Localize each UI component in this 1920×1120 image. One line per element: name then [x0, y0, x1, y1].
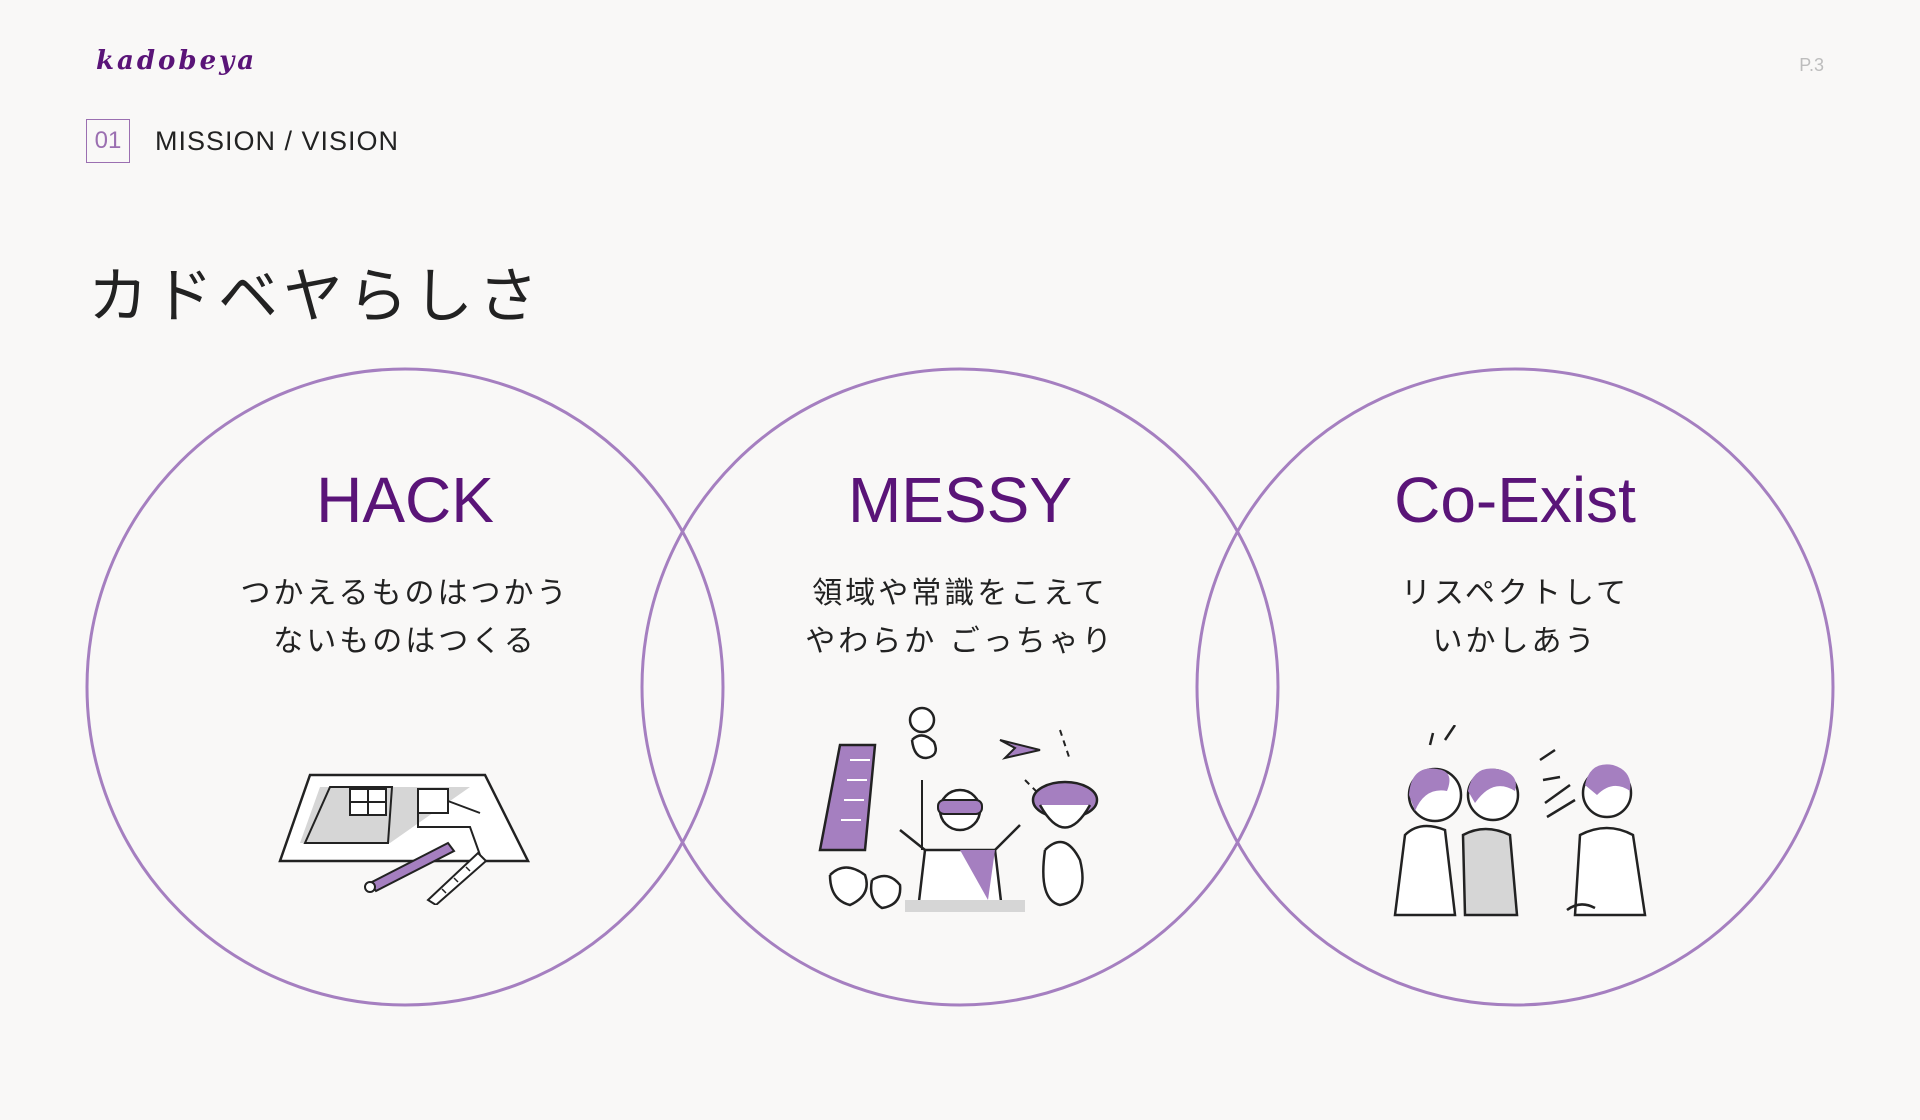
hack-title: HACK [316, 464, 494, 536]
coexist-description: リスペクトして いかしあう [1195, 570, 1835, 666]
page-title: カドベヤらしさ [88, 262, 543, 333]
hack-line-1: つかえるものはつかう [240, 576, 570, 611]
messy-line-2: やわらか ごっちゃり [805, 624, 1115, 659]
messy-line-1: 領域や常識をこえて [812, 576, 1108, 611]
messy-description: 領域や常識をこえて やわらか ごっちゃり [640, 570, 1280, 666]
coexist-line-2: いかしあう [1432, 624, 1598, 659]
page-number: P.3 [1799, 55, 1824, 75]
blueprint-and-tools-illustration [278, 773, 531, 905]
playful-chaos-illustration [818, 706, 1099, 912]
section-number-badge: 01 [86, 119, 130, 163]
kadobeya-logo: kadobeya [96, 46, 258, 76]
coexist-line-1: リスペクトして [1401, 576, 1629, 611]
people-conversing-illustration [1393, 725, 1647, 917]
hack-line-2: ないものはつくる [273, 624, 537, 659]
section-label: MISSION / VISION [155, 126, 400, 156]
messy-title: MESSY [847, 464, 1073, 536]
hack-description: つかえるものはつかう ないものはつくる [85, 570, 725, 666]
coexist-title: Co-Exist [1394, 464, 1636, 536]
